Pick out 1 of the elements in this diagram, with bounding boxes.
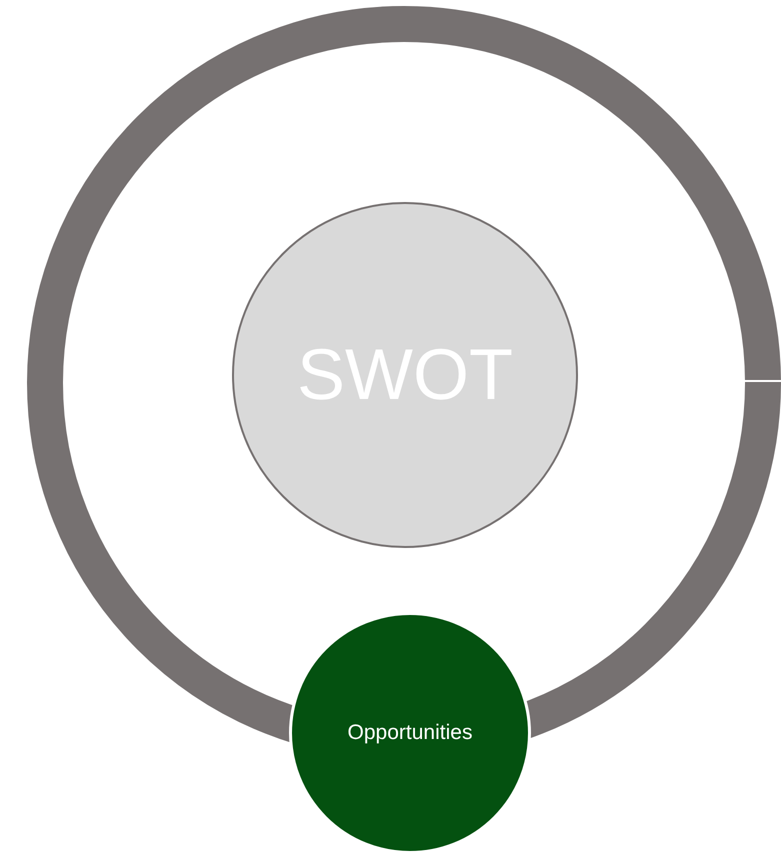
node-label: Opportunities (348, 721, 472, 745)
